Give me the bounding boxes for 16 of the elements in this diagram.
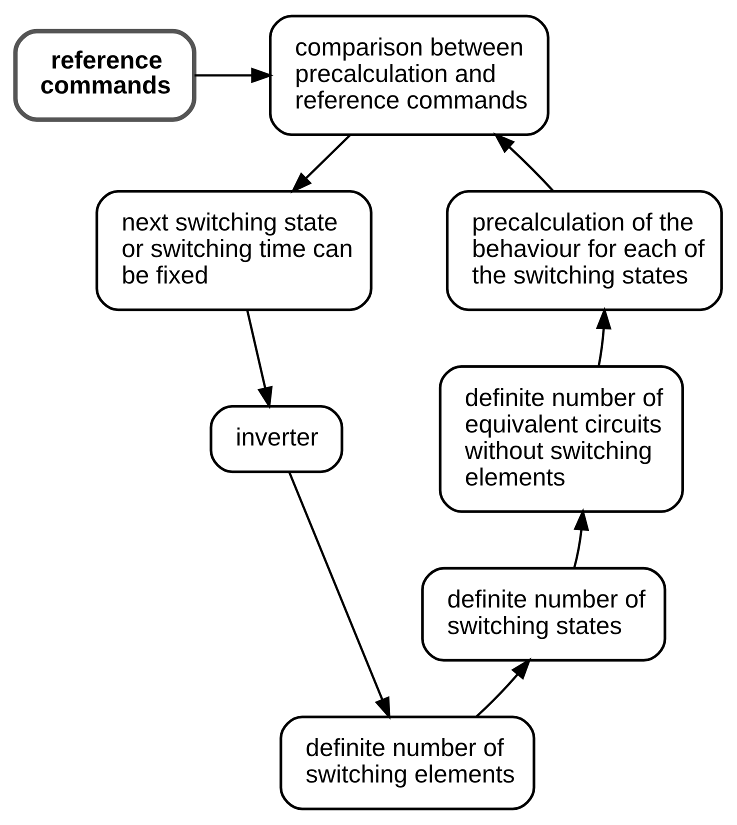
arrow (573, 508, 590, 568)
node-box: comparison between precalculation and reference commands (268, 14, 550, 136)
node-box: inverter (210, 404, 344, 474)
arrow (246, 310, 273, 410)
node-box: next switching state or switching time can be fixed (96, 190, 372, 312)
node-box: definite number of equivalent circuits without switching elements (438, 365, 684, 513)
node-box: precalculation of the behaviour for each of the switching states (446, 190, 723, 312)
arrow (194, 68, 274, 84)
arrow (596, 306, 612, 367)
arrow (476, 658, 532, 718)
node-box: definite number of switching states (421, 566, 666, 662)
arrow (493, 132, 554, 192)
node-box: reference commands (13, 28, 196, 122)
arrow (288, 472, 390, 720)
node-box: definite number of switching elements (280, 716, 536, 810)
arrow (290, 134, 352, 194)
